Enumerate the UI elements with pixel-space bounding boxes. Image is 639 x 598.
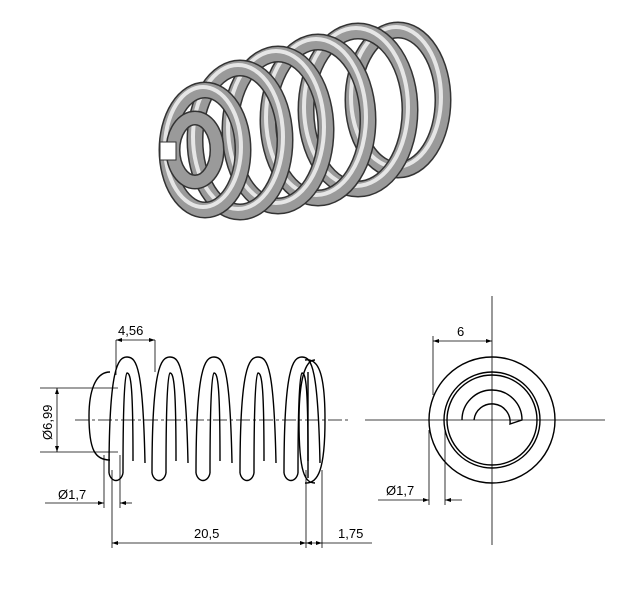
iso-coil-highlight bbox=[226, 49, 326, 205]
front-coil-loop bbox=[239, 356, 277, 474]
end-radius-label: 6 bbox=[457, 324, 464, 339]
end-radius-dimension: 6 bbox=[432, 324, 492, 395]
wire-diameter-side-dimension: Ø1,7 bbox=[45, 455, 132, 508]
front-right-end-coil bbox=[304, 359, 326, 484]
outer-coil-circle bbox=[428, 356, 556, 484]
wire-diameter-end-label: Ø1,7 bbox=[386, 483, 414, 498]
isometric-spring-view bbox=[158, 21, 452, 221]
iso-coil-highlight bbox=[264, 37, 368, 197]
front-end-coil bbox=[298, 359, 316, 484]
front-view: 4,56 Ø6,99 Ø1,7 20,5 bbox=[40, 323, 372, 548]
iso-coil-highlight bbox=[191, 63, 285, 211]
front-coil-bottom bbox=[195, 472, 211, 482]
front-coil-bottom bbox=[283, 472, 299, 482]
end-coil-hook bbox=[461, 389, 523, 426]
front-coil-bottom bbox=[108, 472, 124, 482]
end-view: 6 Ø1,7 bbox=[365, 296, 605, 545]
outer-coil-inner-edge bbox=[443, 371, 541, 469]
front-coil-loop bbox=[108, 356, 146, 474]
front-coil-bottom bbox=[151, 472, 167, 482]
front-coil-loop bbox=[283, 356, 321, 474]
front-end-coil bbox=[88, 371, 111, 461]
end-offset-dimension: 1,75 bbox=[306, 470, 372, 548]
overall-length-dimension: 20,5 bbox=[111, 470, 307, 548]
pitch-dimension: 4,56 bbox=[115, 323, 156, 375]
wire-diameter-end-dimension: Ø1,7 bbox=[378, 430, 462, 505]
iso-wire-end bbox=[159, 141, 177, 161]
end-coil-lower-edge bbox=[446, 419, 538, 466]
outer-diameter-label: Ø6,99 bbox=[40, 405, 55, 440]
overall-length-label: 20,5 bbox=[194, 526, 219, 541]
end-offset-label: 1,75 bbox=[338, 526, 363, 541]
outer-diameter-dimension: Ø6,99 bbox=[40, 387, 118, 453]
wire-diameter-side-label: Ø1,7 bbox=[58, 487, 86, 502]
front-coils bbox=[88, 356, 326, 484]
end-coil-outer-edge bbox=[446, 374, 538, 421]
front-coil-loop bbox=[195, 356, 233, 474]
front-coil-bottom bbox=[239, 472, 255, 482]
pitch-label: 4,56 bbox=[118, 323, 143, 338]
front-coil-loop bbox=[151, 356, 189, 474]
